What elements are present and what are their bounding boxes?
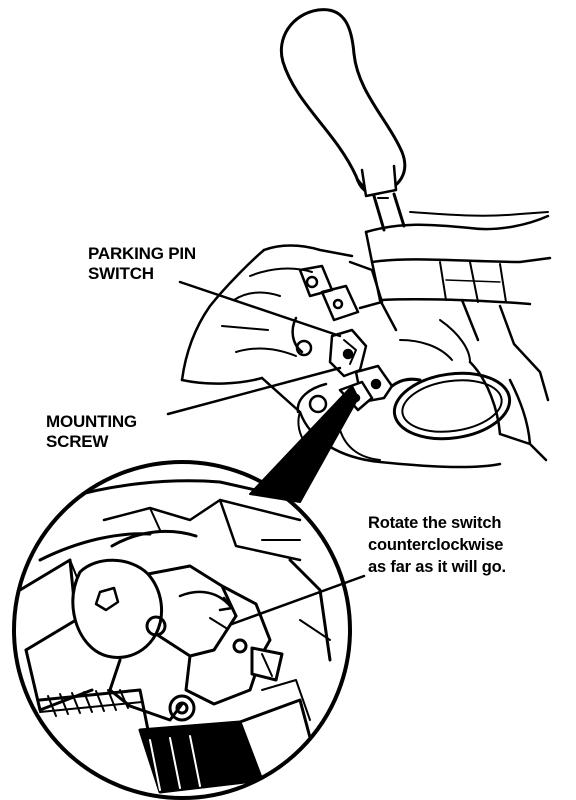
- harness-loop: [390, 371, 512, 441]
- rotate-instruction-line-3: as far as it will go.: [368, 558, 506, 576]
- parking-pin-switch-label: PARKING PIN SWITCH: [88, 244, 196, 284]
- mounting-screw-line-2: SCREW: [46, 432, 109, 451]
- mounting-screw-leader: [166, 366, 342, 416]
- detail-magnifier: [12, 460, 352, 800]
- parking-pin-leader: [178, 280, 342, 338]
- leader-lines: [166, 280, 366, 626]
- rotate-instruction: Rotate the switch counterclockwise as fa…: [368, 512, 506, 578]
- mounting-screw-label: MOUNTING SCREW: [46, 412, 137, 452]
- console-housing: [180, 211, 552, 462]
- shift-lever: [372, 192, 406, 232]
- shift-knob: [280, 8, 407, 198]
- parking-pin-switch-line-1: PARKING PIN: [88, 244, 196, 263]
- rotate-instruction-line-2: counterclockwise: [368, 536, 504, 554]
- rotate-instruction-line-1: Rotate the switch: [368, 514, 502, 532]
- mounting-screw-line-1: MOUNTING: [46, 412, 137, 431]
- parking-pin-switch-line-2: SWITCH: [88, 264, 154, 283]
- callout-wedge: [249, 385, 359, 503]
